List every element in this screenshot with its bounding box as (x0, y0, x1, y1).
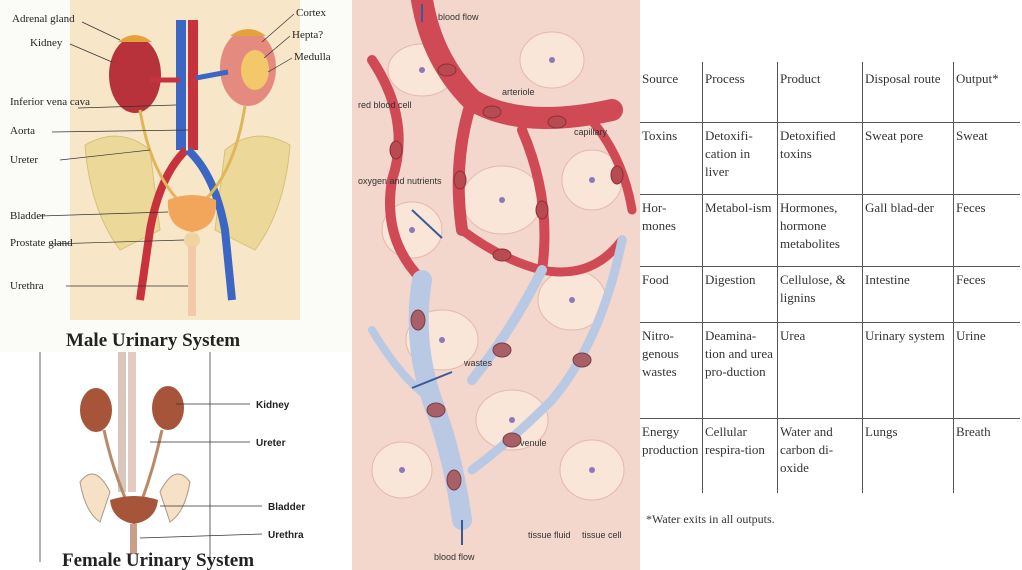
header-source: Source (640, 62, 703, 123)
male-urinary-panel: Adrenal gland Kidney Inferior vena cava … (0, 0, 352, 352)
label-kidney: Kidney (256, 400, 290, 411)
cell: Deamina-tion and urea pro-duction (703, 323, 778, 419)
cell: Toxins (640, 123, 703, 195)
cell: Intestine (863, 267, 954, 323)
label-wastes: wastes (463, 358, 493, 368)
label-capillary: capillary (574, 127, 608, 137)
header-disposal-route: Disposal route (863, 62, 954, 123)
cell: Water and carbon di-oxide (778, 419, 863, 493)
renal-pelvis (241, 50, 269, 90)
label-blood-flow-bottom: blood flow (434, 552, 475, 562)
male-title: Male Urinary System (66, 330, 240, 351)
cell: Detoxifi-cation in liver (703, 123, 778, 195)
table-row: Energy production Cellular respira-tion … (640, 419, 1020, 493)
urethra (188, 246, 196, 316)
label-red-blood-cell: red blood cell (358, 100, 412, 110)
label-oxygen-nutrients: oxygen and nutrients (358, 176, 442, 186)
male-urinary-diagram: Adrenal gland Kidney Inferior vena cava … (0, 0, 352, 352)
header-output: Output* (954, 62, 1021, 123)
cell: Detoxified toxins (778, 123, 863, 195)
label-medulla: Medulla (294, 51, 331, 63)
vena-cava (118, 352, 126, 492)
label-ureter: Ureter (10, 154, 38, 166)
table-header-row: Source Process Product Disposal route Ou… (640, 62, 1020, 123)
waste-disposal-table: Source Process Product Disposal route Ou… (640, 62, 1020, 493)
label-bladder: Bladder (10, 210, 45, 222)
label-inferior-vena-cava: Inferior vena cava (10, 96, 90, 108)
label-aorta: Aorta (10, 125, 35, 137)
cell: Urine (954, 323, 1021, 419)
cell: Nitro-genous wastes (640, 323, 703, 419)
label-urethra: Urethra (268, 530, 304, 541)
label-cortex: Cortex (296, 7, 326, 19)
cell: Hor-mones (640, 195, 703, 267)
right-kidney (152, 386, 184, 430)
label-kidney: Kidney (30, 37, 63, 49)
female-urinary-panel: Kidney Ureter Bladder Urethra Female Uri… (0, 352, 352, 570)
left-kidney (80, 388, 112, 432)
label-urethra: Urethra (10, 280, 44, 292)
female-title: Female Urinary System (62, 550, 254, 570)
cell: Sweat (954, 123, 1021, 195)
cell: Feces (954, 195, 1021, 267)
label-tissue-fluid: tissue fluid (528, 530, 571, 540)
label-right-2: Hepta? (292, 29, 323, 41)
cell: Digestion (703, 267, 778, 323)
label-blood-flow-top: blood flow (438, 12, 479, 22)
capillary-bed-panel: blood flow arteriole red blood cell capi… (352, 0, 640, 570)
cell: Hormones, hormone metabolites (778, 195, 863, 267)
label-prostate-gland: Prostate gland (10, 237, 73, 249)
aorta (188, 20, 198, 150)
waste-disposal-table-panel: Source Process Product Disposal route Ou… (640, 0, 1022, 570)
left-kidney (109, 37, 161, 113)
cell: Lungs (863, 419, 954, 493)
cell: Sweat pore (863, 123, 954, 195)
bladder (110, 496, 158, 524)
cell: Metabol-ism (703, 195, 778, 267)
label-tissue-cell: tissue cell (582, 530, 622, 540)
header-product: Product (778, 62, 863, 123)
prostate-gland (184, 232, 200, 248)
pelvis-left (80, 474, 110, 522)
ureter-right (142, 430, 162, 500)
label-ureter: Ureter (256, 438, 286, 449)
table-footnote: *Water exits in all outputs. (646, 512, 775, 527)
cell: Urea (778, 323, 863, 419)
label-adrenal-gland: Adrenal gland (12, 13, 75, 25)
header-process: Process (703, 62, 778, 123)
female-urinary-diagram: Kidney Ureter Bladder Urethra Female Uri… (0, 352, 352, 570)
cell: Energy production (640, 419, 703, 493)
table-row: Nitro-genous wastes Deamina-tion and ure… (640, 323, 1020, 419)
table-row: Food Digestion Cellulose, & lignins Inte… (640, 267, 1020, 323)
label-bladder: Bladder (268, 502, 305, 513)
cell: Cellular respira-tion (703, 419, 778, 493)
cell: Cellulose, & lignins (778, 267, 863, 323)
label-arteriole: arteriole (502, 87, 535, 97)
aorta (128, 352, 136, 492)
label-venule: venule (520, 438, 547, 448)
cell: Feces (954, 267, 1021, 323)
cell: Food (640, 267, 703, 323)
cell: Breath (954, 419, 1021, 493)
table-row: Hor-mones Metabol-ism Hormones, hormone … (640, 195, 1020, 267)
capillary-bed-diagram: blood flow arteriole red blood cell capi… (352, 0, 640, 570)
cell: Gall blad-der (863, 195, 954, 267)
cell: Urinary system (863, 323, 954, 419)
pelvis-right (160, 474, 190, 522)
table-row: Toxins Detoxifi-cation in liver Detoxifi… (640, 123, 1020, 195)
